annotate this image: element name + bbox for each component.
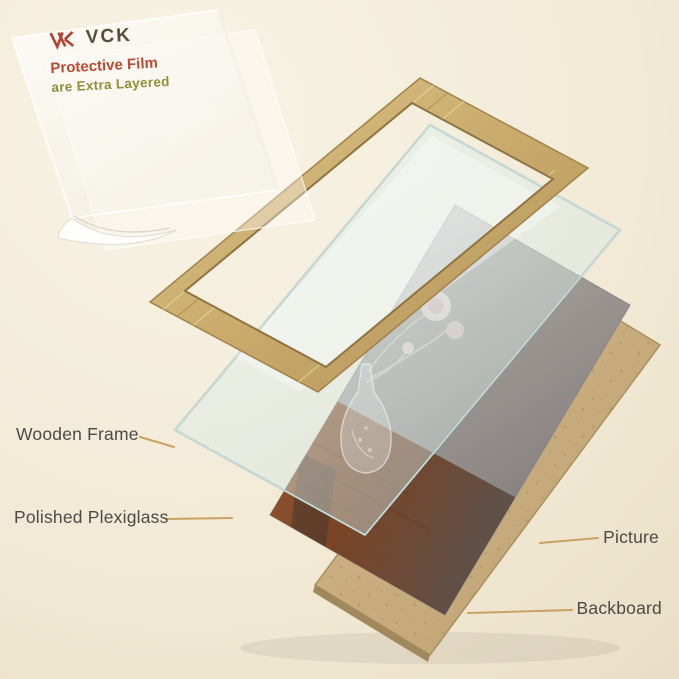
label-picture: Picture <box>603 527 659 547</box>
label-plexiglass: Polished Plexiglass <box>14 507 169 527</box>
leader-backboard <box>467 609 573 614</box>
film-curl <box>57 217 177 245</box>
vck-logo-icon <box>48 29 79 51</box>
label-backboard: Backboard <box>576 598 662 618</box>
film-branding: VCK Protective Film are Extra Layered <box>48 23 170 95</box>
protective-film-layer <box>11 9 316 251</box>
label-wooden-frame: Wooden Frame <box>16 424 139 444</box>
film-tagline-line1: Protective Film <box>49 54 159 78</box>
leader-picture <box>539 537 599 544</box>
leader-wooden-frame <box>139 436 175 448</box>
leader-plexiglass <box>165 517 233 520</box>
brand-name: VCK <box>85 24 133 49</box>
leader-lines <box>139 436 599 614</box>
